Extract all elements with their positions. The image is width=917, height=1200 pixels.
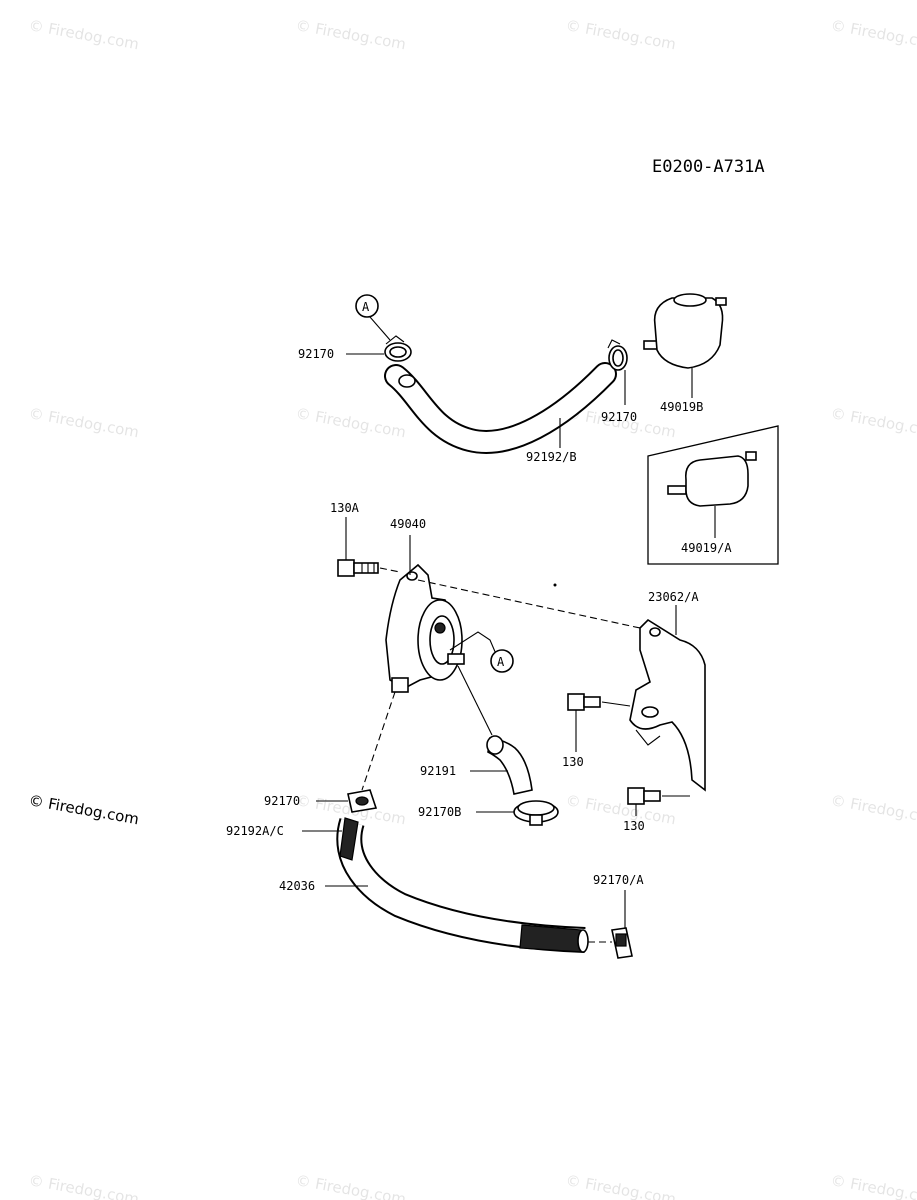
part-label-92170: 92170 <box>264 794 300 808</box>
watermark: © Firedog.com <box>27 404 140 441</box>
part-label-42036: 42036 <box>279 879 315 893</box>
filter-49019a-box <box>647 425 779 565</box>
elbow-92191 <box>486 735 533 795</box>
ref-marker-top: A <box>355 294 391 341</box>
part-label-130: 130 <box>562 755 584 769</box>
watermark: © Firedog.com <box>829 404 917 441</box>
bracket-23062a <box>629 618 706 792</box>
watermark: © Firedog.com <box>294 404 407 441</box>
fuel-pump-49040 <box>385 563 465 693</box>
ref-marker-label: A <box>362 300 370 314</box>
bolt-130-lower <box>627 787 661 805</box>
part-label-92170: 92170 <box>601 410 637 424</box>
hose-92192b <box>384 362 617 454</box>
watermark: © Firedog.com <box>829 16 917 53</box>
part-label-49040: 49040 <box>390 517 426 531</box>
watermark: © Firedog.com <box>294 16 407 53</box>
watermark: © Firedog.com <box>564 16 677 53</box>
clamp-92170b <box>513 800 559 826</box>
part-label-92170b: 92170B <box>418 805 461 819</box>
watermark: © Firedog.com <box>564 1171 677 1200</box>
watermark: © Firedog.com <box>829 791 917 828</box>
hose-42036 <box>336 817 589 953</box>
part-label-92191: 92191 <box>420 764 456 778</box>
clamp-92170a <box>611 927 633 959</box>
part-label-23062a: 23062/A <box>648 590 699 604</box>
ref-marker-mid: A <box>449 631 514 673</box>
watermark: © Firedog.com <box>829 1171 917 1200</box>
ref-marker-label: A <box>497 655 505 669</box>
part-label-92192b: 92192/B <box>526 450 577 464</box>
clamp-92170-mid <box>347 789 378 813</box>
clamp-92170-top-left <box>384 335 412 362</box>
watermark: © Firedog.com <box>27 16 140 53</box>
part-label-92192ac: 92192A/C <box>226 824 284 838</box>
diagram-code: E0200-A731A <box>652 157 765 177</box>
part-label-130: 130 <box>623 819 645 833</box>
part-label-92170: 92170 <box>298 347 334 361</box>
bolt-130-upper <box>567 693 601 711</box>
part-label-92170a: 92170/A <box>593 873 644 887</box>
fuel-filter-49019b <box>643 293 727 369</box>
clamp-92170-top-right <box>607 339 628 371</box>
watermark: © Firedog.com <box>27 791 140 828</box>
part-label-49019a: 49019/A <box>681 541 732 555</box>
watermark: © Firedog.com <box>27 1171 140 1200</box>
part-label-130a: 130A <box>330 501 360 515</box>
part-label-49019b: 49019B <box>660 400 703 414</box>
watermark-group: © Firedog.com © Firedog.com © Firedog.co… <box>27 16 917 1200</box>
bolt-130a <box>337 559 379 577</box>
watermark: © Firedog.com <box>294 1171 407 1200</box>
